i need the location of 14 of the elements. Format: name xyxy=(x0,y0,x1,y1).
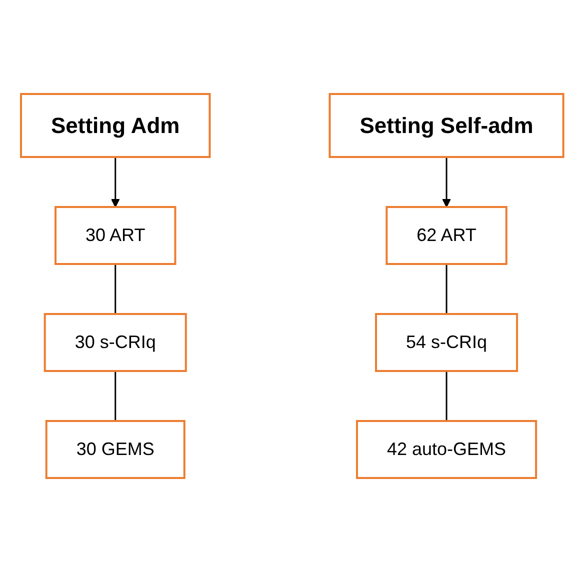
node-box: 30 ART xyxy=(54,206,177,265)
node-box: Setting Adm xyxy=(20,93,212,158)
connector xyxy=(114,371,116,421)
connector xyxy=(446,371,448,421)
arrow xyxy=(111,157,120,208)
node-box: 54 s-CRIq xyxy=(375,313,518,372)
node-box: Setting Self-adm xyxy=(329,93,565,158)
node-box: 30 GEMS xyxy=(46,420,186,479)
connector xyxy=(446,264,448,314)
node-box: 62 ART xyxy=(386,206,508,265)
connector xyxy=(114,264,116,314)
node-box: 30 s-CRIq xyxy=(44,313,188,372)
arrow xyxy=(442,157,452,208)
node-box: 42 auto-GEMS xyxy=(356,420,538,479)
